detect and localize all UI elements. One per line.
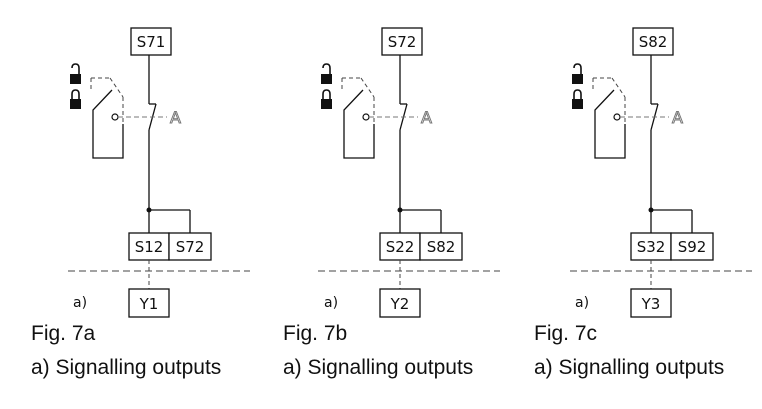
terminal-label-bottom-left: S12 bbox=[135, 238, 164, 256]
actuator-symbol: A bbox=[421, 108, 432, 127]
terminal-box-bottom-right bbox=[670, 232, 714, 261]
actuator-symbol: A bbox=[170, 108, 181, 127]
lock-closed-body bbox=[321, 99, 332, 109]
lock-open-icon bbox=[572, 63, 583, 84]
lock-open-shackle bbox=[322, 63, 331, 74]
terminal-label-bottom-right: S72 bbox=[176, 238, 205, 256]
lock-open-body bbox=[572, 74, 583, 84]
lock-open-shackle bbox=[573, 63, 582, 74]
actuator-guard-dashed bbox=[109, 77, 124, 98]
pivot-circle bbox=[362, 113, 370, 121]
terminal-label-top: S82 bbox=[639, 33, 668, 51]
lock-closed-icon bbox=[572, 89, 583, 109]
terminal-box-top bbox=[381, 27, 423, 56]
terminal-box-output bbox=[379, 288, 421, 318]
lock-closed-shackle bbox=[71, 89, 80, 99]
actuator-guard-dashed bbox=[611, 77, 626, 98]
terminal-label-output: Y2 bbox=[390, 295, 410, 313]
actuator-body bbox=[92, 89, 124, 159]
terminal-label-output: Y1 bbox=[139, 295, 159, 313]
lock-closed-shackle bbox=[322, 89, 331, 99]
lock-closed-shackle bbox=[573, 89, 582, 99]
figure-label-7b: Fig. 7b bbox=[283, 322, 348, 345]
terminal-box-output bbox=[630, 288, 672, 318]
side-label: a) bbox=[73, 295, 87, 311]
side-label: a) bbox=[324, 295, 338, 311]
lock-closed-icon bbox=[70, 89, 81, 109]
figure-caption-7c: a) Signalling outputs bbox=[534, 356, 725, 379]
terminal-label-top: S72 bbox=[388, 33, 417, 51]
actuator-symbol: A bbox=[672, 108, 683, 127]
terminal-label-bottom-left: S32 bbox=[637, 238, 666, 256]
figure-label-7c: Fig. 7c bbox=[534, 322, 598, 345]
lock-open-icon bbox=[70, 63, 81, 84]
figure-label-7a: Fig. 7a bbox=[31, 322, 96, 345]
pivot-circle bbox=[111, 113, 119, 121]
actuator-body bbox=[343, 89, 375, 159]
lock-closed-icon bbox=[321, 89, 332, 109]
figure-caption-7b: a) Signalling outputs bbox=[283, 356, 474, 379]
lock-open-shackle bbox=[71, 63, 80, 74]
actuator-guard-dashed bbox=[360, 77, 375, 98]
terminal-box-bottom-left bbox=[379, 232, 421, 261]
lock-closed-body bbox=[572, 99, 583, 109]
terminal-label-bottom-right: S82 bbox=[427, 238, 456, 256]
actuator-body bbox=[594, 89, 626, 159]
lock-open-body bbox=[321, 74, 332, 84]
terminal-label-bottom-left: S22 bbox=[386, 238, 415, 256]
lock-open-icon bbox=[321, 63, 332, 84]
terminal-box-top bbox=[130, 27, 172, 56]
terminal-label-output: Y3 bbox=[641, 295, 661, 313]
pivot-circle bbox=[613, 113, 621, 121]
terminal-box-bottom-right bbox=[419, 232, 463, 261]
lock-closed-body bbox=[70, 99, 81, 109]
side-label: a) bbox=[575, 295, 589, 311]
figure-caption-7a: a) Signalling outputs bbox=[31, 356, 222, 379]
lock-open-body bbox=[70, 74, 81, 84]
terminal-label-top: S71 bbox=[137, 33, 166, 51]
terminal-box-top bbox=[632, 27, 674, 56]
terminal-box-bottom-right bbox=[168, 232, 212, 261]
terminal-label-bottom-right: S92 bbox=[678, 238, 707, 256]
terminal-box-output bbox=[128, 288, 170, 318]
